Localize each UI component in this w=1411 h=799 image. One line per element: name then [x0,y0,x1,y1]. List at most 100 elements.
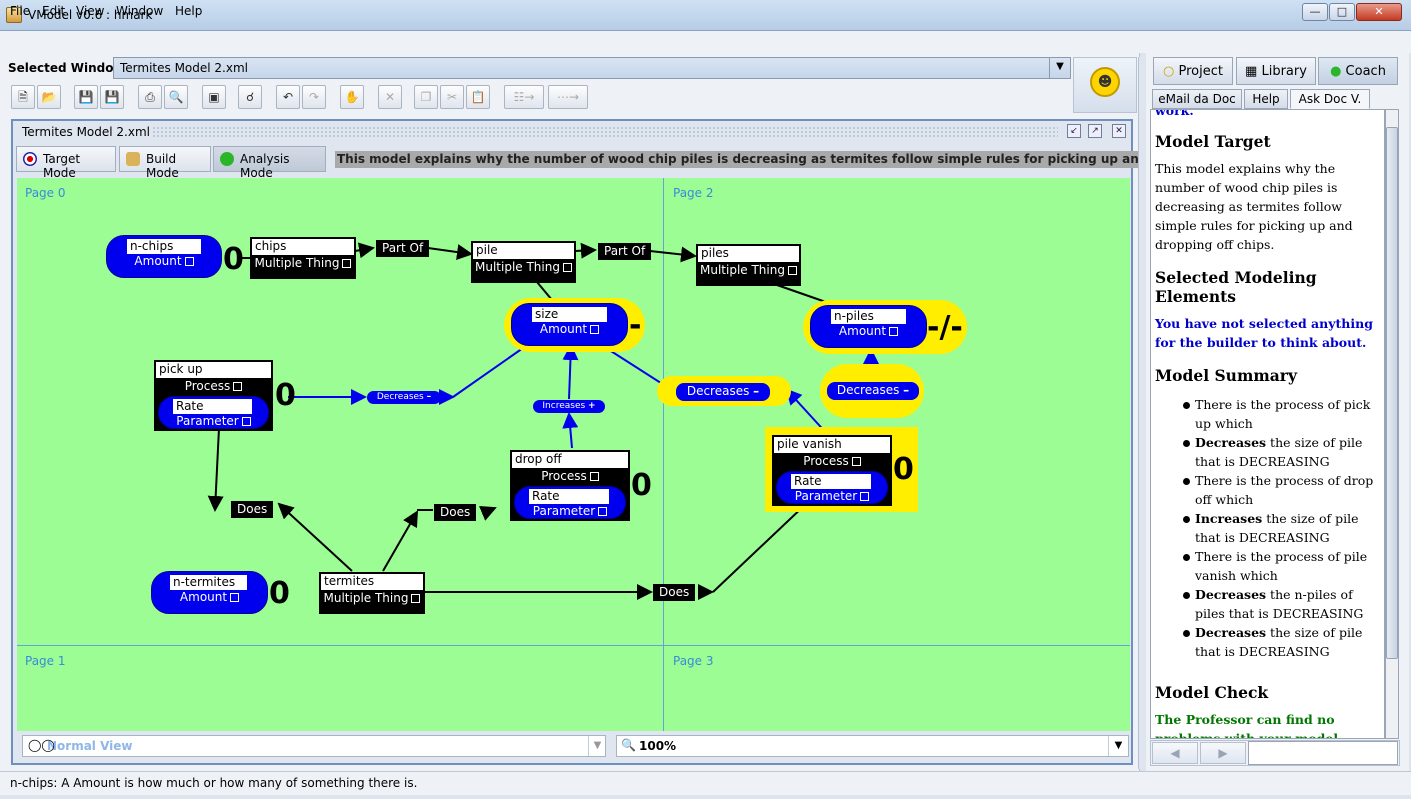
chevron-down-icon[interactable]: ▼ [1108,736,1128,756]
expand-icon[interactable] [342,259,352,268]
amount-node-npiles[interactable]: n-piles Amount [810,305,927,348]
expand-icon[interactable] [184,257,194,266]
maximize-icon[interactable]: ↗ [1088,124,1102,138]
close-button[interactable]: ✕ [1356,3,1402,21]
copy-icon[interactable]: ❐ [414,85,438,109]
thing-node-chips[interactable]: chips Multiple Thing [250,237,356,279]
cut-icon[interactable]: ✂ [440,85,464,109]
thing-node-pile[interactable]: pile Multiple Thing [471,241,576,283]
java-app-icon [6,7,22,23]
save-all-icon[interactable]: 💾 [100,85,124,109]
section-heading: Model Target [1155,132,1271,151]
expand-icon[interactable] [589,472,599,481]
expand-icon[interactable] [598,507,608,516]
expand-icon[interactable] [562,263,572,272]
tree-icon[interactable]: ☌ [238,85,262,109]
section-heading: Model Check [1155,683,1269,702]
magnifier-icon: 🔍 [621,738,636,752]
doc-v-face-icon[interactable]: ☻ [1090,67,1120,97]
amount-node-size[interactable]: size Amount [511,303,628,346]
relation-decreases[interactable]: Decreases – [827,382,919,400]
section-heading: Model Summary [1155,366,1297,385]
coach-input[interactable] [1248,741,1398,765]
align-list-icon[interactable]: ⋯→ [548,85,588,109]
print-preview-icon[interactable]: 🔍 [164,85,188,109]
open-folder-icon[interactable]: 📂 [37,85,61,109]
scrollbar-thumb[interactable] [1386,127,1398,659]
target-mode-button[interactable]: Target Mode [16,146,116,180]
relation-does[interactable]: Does [434,504,477,521]
expand-icon[interactable] [411,594,421,603]
relation-part-of[interactable]: Part Of [598,243,652,260]
tab-ask-doc[interactable]: Ask Doc V. [1290,89,1370,109]
relation-part-of[interactable]: Part Of [376,240,430,257]
rate-parameter[interactable]: Rate Parameter [158,396,269,429]
builder-icon [126,152,140,166]
relation-increases[interactable]: Increases + [533,400,605,413]
view-mode-select[interactable]: ◯◯ Normal View [22,735,606,757]
node-value: 0 [223,242,244,277]
expand-icon[interactable] [851,457,861,466]
amount-node-ntermites[interactable]: n-termites Amount [151,571,268,614]
tab-library[interactable]: ▦ Library [1236,57,1316,85]
analysis-mode-button[interactable]: Analysis Mode [213,146,326,180]
tab-email-doc[interactable]: eMail da Doc [1152,89,1242,109]
expand-icon[interactable] [233,382,243,391]
tab-project[interactable]: ○ Project [1153,57,1233,85]
menu-edit[interactable]: Edit [42,4,66,18]
zoom-select[interactable]: 🔍 100% [616,735,1129,757]
menu-window[interactable]: Window [116,4,164,18]
save-icon[interactable]: 💾 [74,85,98,109]
chevron-down-icon[interactable]: ▼ [1049,58,1070,78]
align-tree-icon[interactable]: ☷→ [504,85,544,109]
amount-node-nchips[interactable]: n-chips Amount [106,235,222,278]
splitter[interactable] [1138,57,1146,769]
expand-icon[interactable] [860,492,870,501]
expand-icon[interactable] [590,325,600,334]
rate-parameter[interactable]: Rate Parameter [514,486,626,519]
page-label: Page 0 [25,186,66,200]
expand-icon[interactable] [241,417,251,426]
layers-icon[interactable]: ▣ [202,85,226,109]
process-node-dropoff[interactable]: drop off Process Rate Parameter [510,450,630,521]
close-icon[interactable]: ✕ [1112,124,1126,138]
maximize-button[interactable]: □ [1329,3,1355,21]
restore-icon[interactable]: ↙ [1067,124,1081,138]
process-node-pickup[interactable]: pick up Process Rate Parameter [154,360,273,431]
process-node-pilevanish[interactable]: pile vanish Process Rate Parameter [772,435,892,506]
forward-icon[interactable]: ▶ [1200,742,1246,764]
relation-decreases[interactable]: Decreases – [676,383,770,401]
menu-file[interactable]: File [10,4,31,18]
back-icon[interactable]: ◀ [1152,742,1198,764]
check-text: The Professor can find no problems with … [1155,712,1343,739]
minimize-button[interactable]: — [1302,3,1328,21]
rate-name: Rate [529,489,609,504]
thing-node-termites[interactable]: termites Multiple Thing [319,572,425,614]
tab-coach[interactable]: ● Coach [1318,57,1398,85]
model-canvas[interactable]: Page 0 Page 2 Page 1 Page 3 [17,178,1130,731]
menu-help[interactable]: Help [175,4,203,18]
new-file-icon[interactable]: 🗎 [11,85,35,109]
expand-icon[interactable] [230,593,240,602]
delete-icon[interactable]: ✕ [378,85,402,109]
expand-icon[interactable] [787,266,797,275]
relation-decreases[interactable]: Decreases – [367,391,441,404]
menu-view[interactable]: View [76,4,105,18]
target-icon [23,152,37,166]
undo-icon[interactable]: ↶ [276,85,300,109]
rate-parameter[interactable]: Rate Parameter [776,471,888,504]
build-mode-button[interactable]: Build Mode [119,146,211,180]
print-icon[interactable]: ⎙ [138,85,162,109]
hand-pan-icon[interactable]: ✋ [340,85,364,109]
paste-icon[interactable]: 📋 [466,85,490,109]
expand-icon[interactable] [889,327,899,336]
redo-icon[interactable]: ↷ [302,85,326,109]
node-name: n-termites [170,575,247,590]
tab-help[interactable]: Help [1244,89,1288,109]
selected-window-select[interactable]: Termites Model 2.xml [113,57,1071,79]
thing-node-piles[interactable]: piles Multiple Thing [696,244,801,286]
relation-does[interactable]: Does [231,501,274,518]
relation-does[interactable]: Does [653,584,696,601]
chevron-down-icon[interactable]: ▼ [588,736,606,756]
analysis-face-icon [220,152,234,166]
